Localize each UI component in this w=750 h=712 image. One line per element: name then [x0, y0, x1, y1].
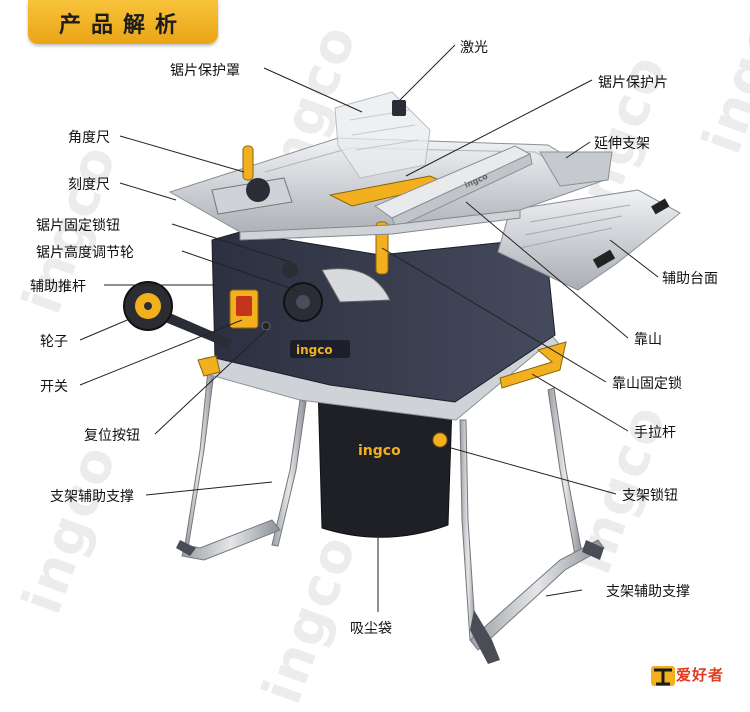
label-aux-table: 辅助台面: [662, 271, 718, 287]
label-blade-height-wheel: 锯片高度调节轮: [36, 245, 134, 261]
body-badge-bg: [290, 340, 350, 358]
leader-fence-lock: [381, 247, 607, 383]
aux-table-foot: [592, 249, 616, 269]
leader-stand-support-left: [145, 481, 273, 496]
aux-table-shape: [497, 189, 681, 291]
label-stand-aux-support-right: 支架辅助支撑: [606, 584, 690, 600]
leader-switch: [79, 319, 243, 386]
stand-lock-shape: [432, 432, 448, 448]
leader-stand-lock: [443, 445, 617, 495]
blade-guard-shape: [334, 91, 431, 179]
leader-blade-lock: [171, 223, 291, 263]
label-blade-guard: 锯片保护片: [598, 75, 668, 91]
label-aux-push-rod: 辅助推杆: [30, 279, 86, 295]
label-blade-guard-cover: 锯片保护罩: [170, 63, 240, 79]
label-scale-ruler: 刻度尺: [68, 177, 110, 193]
leader-handle: [531, 373, 629, 432]
leader-stand-support-right: [545, 589, 583, 597]
scale-ruler: [239, 209, 521, 241]
label-wheel: 轮子: [40, 334, 68, 350]
leader-scale-ruler: [119, 182, 177, 201]
leader-fence: [465, 201, 629, 339]
footer-logo: 爱好者: [650, 660, 746, 690]
label-dust-bag: 吸尘袋: [350, 621, 392, 637]
footer-logo-text: 爱好者: [676, 666, 725, 684]
page-title: 产品解析: [58, 13, 187, 38]
header-tab: 产品解析: [28, 0, 218, 44]
woodworker-logo-icon: [651, 666, 675, 686]
leader-lines: [79, 44, 659, 612]
handle-left: [197, 355, 221, 377]
stand: [176, 369, 605, 664]
label-laser: 激光: [460, 40, 488, 56]
label-blade-lock-knob: 锯片固定锁钮: [36, 218, 120, 234]
bevel-scale: [321, 268, 391, 303]
dust-bag-badge: ingco: [358, 443, 401, 459]
table-saw-diagram: ingco ingco ingco: [79, 44, 681, 664]
switch-toggle: [236, 296, 252, 316]
body-badge: ingco: [296, 343, 333, 357]
leader-blade-guard-cover: [263, 67, 363, 113]
leader-laser: [399, 44, 456, 101]
leader-wheel: [79, 317, 133, 341]
leader-blade-guard: [405, 79, 593, 177]
handle-right: [499, 341, 567, 389]
label-handle: 手拉杆: [634, 425, 676, 441]
leader-height-wheel: [181, 250, 299, 292]
label-fence: 靠山: [634, 332, 662, 348]
dust-bag: [317, 384, 453, 538]
reset-button-shape: [261, 321, 271, 331]
label-angle-ruler: 角度尺: [68, 130, 110, 146]
leader-reset: [154, 329, 267, 435]
leader-extension-bracket: [565, 141, 591, 159]
label-extension-bracket: 延伸支架: [594, 136, 650, 152]
label-switch: 开关: [40, 379, 68, 395]
extension-bracket-shape: [539, 151, 613, 187]
leader-angle-ruler: [119, 135, 245, 173]
label-reset-button: 复位按钮: [84, 428, 140, 444]
saw-body: [211, 231, 556, 403]
label-stand-aux-support-left: 支架辅助支撑: [50, 489, 134, 505]
label-stand-lock-knob: 支架锁钮: [622, 488, 678, 504]
leader-aux-table: [609, 239, 659, 278]
label-fence-lock: 靠山固定锁: [612, 376, 682, 392]
